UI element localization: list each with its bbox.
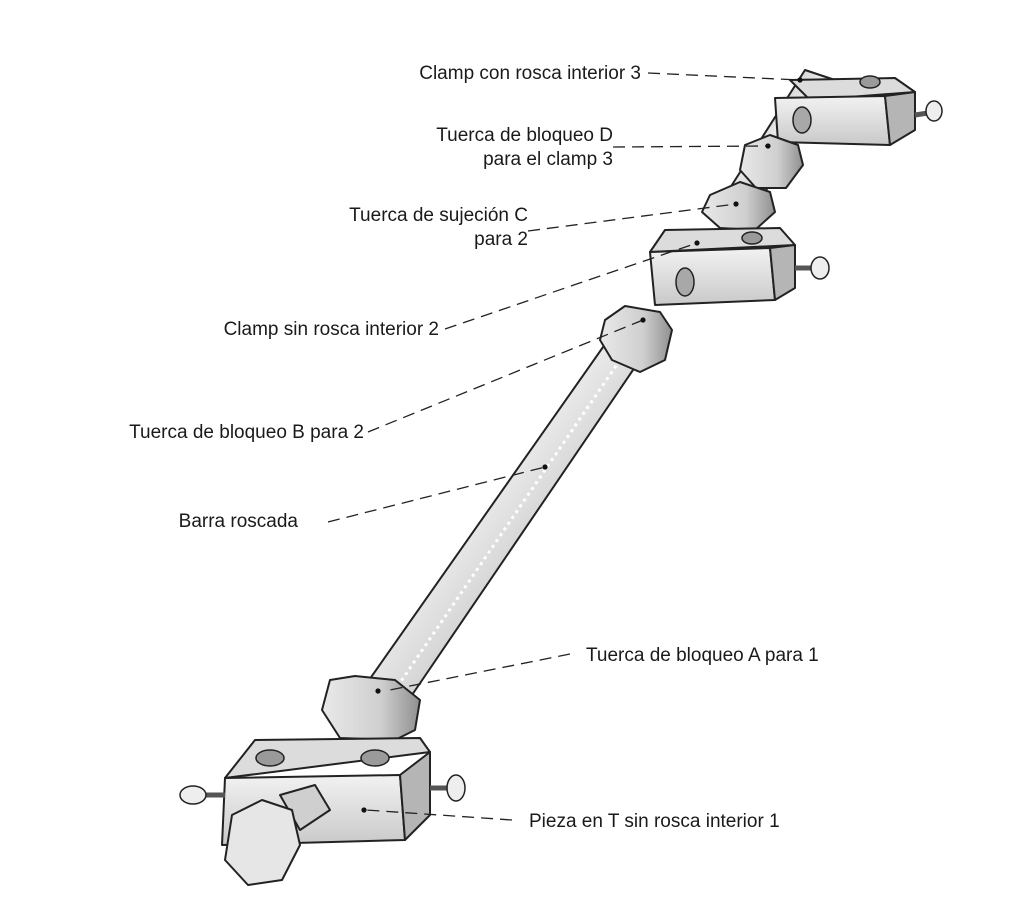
anchor-dot-nut-a <box>375 688 381 694</box>
label-rod: Barra roscada <box>179 510 298 534</box>
label-nut-b: Tuerca de bloqueo B para 2 <box>129 421 364 445</box>
label-nut-c-line-2: para 2 <box>474 229 528 250</box>
anchor-dot-nut-b <box>640 317 646 323</box>
label-rod-text: Barra roscada <box>178 511 298 532</box>
anchor-dot-nut-c <box>733 201 739 207</box>
label-nut-a-text: Tuerca de bloqueo A para 1 <box>586 645 819 666</box>
label-nut-d-line-1: Tuerca de bloqueo D <box>436 125 613 146</box>
leader-tpiece-1 <box>365 809 513 821</box>
anchor-dot-rod <box>542 464 548 470</box>
nut-b-shape <box>599 305 673 373</box>
anchor-dot-tpiece-1 <box>361 807 367 813</box>
anchor-dot-nut-d <box>765 143 771 149</box>
leader-lines <box>327 72 803 821</box>
label-tpiece-1-text: Pieza en T sin rosca interior 1 <box>529 811 780 832</box>
nut-c-shape <box>701 181 776 231</box>
label-nut-d-line-2: para el clamp 3 <box>483 149 613 170</box>
leader-nut-c <box>527 203 737 232</box>
label-nut-c-line-1: Tuerca de sujeción C <box>349 205 528 226</box>
label-nut-a: Tuerca de bloqueo A para 1 <box>586 644 819 668</box>
nut-a-shape <box>321 675 421 741</box>
label-nut-c: Tuerca de sujeción C para 2 <box>349 204 528 252</box>
leader-nut-a <box>389 653 571 691</box>
clamp-3-shape <box>774 75 943 146</box>
nut-d-shape <box>739 134 804 189</box>
anchor-dot-clamp-2 <box>694 240 700 246</box>
label-nut-d: Tuerca de bloqueo D para el clamp 3 <box>436 124 613 172</box>
clamp-2-shape <box>649 227 830 306</box>
leader-clamp-2 <box>444 242 698 330</box>
label-clamp-2: Clamp sin rosca interior 2 <box>224 318 439 342</box>
leader-nut-b <box>367 319 644 433</box>
leader-nut-d <box>612 145 769 148</box>
label-tpiece-1: Pieza en T sin rosca interior 1 <box>529 810 780 834</box>
leader-clamp-3 <box>647 72 801 81</box>
anchor-dot-clamp-3 <box>797 77 803 83</box>
label-clamp-3: Clamp con rosca interior 3 <box>419 62 641 86</box>
tpiece-1-shape <box>179 737 466 886</box>
label-clamp-3-text: Clamp con rosca interior 3 <box>419 63 641 84</box>
label-nut-b-text: Tuerca de bloqueo B para 2 <box>129 422 364 443</box>
label-clamp-2-text: Clamp sin rosca interior 2 <box>223 319 439 340</box>
